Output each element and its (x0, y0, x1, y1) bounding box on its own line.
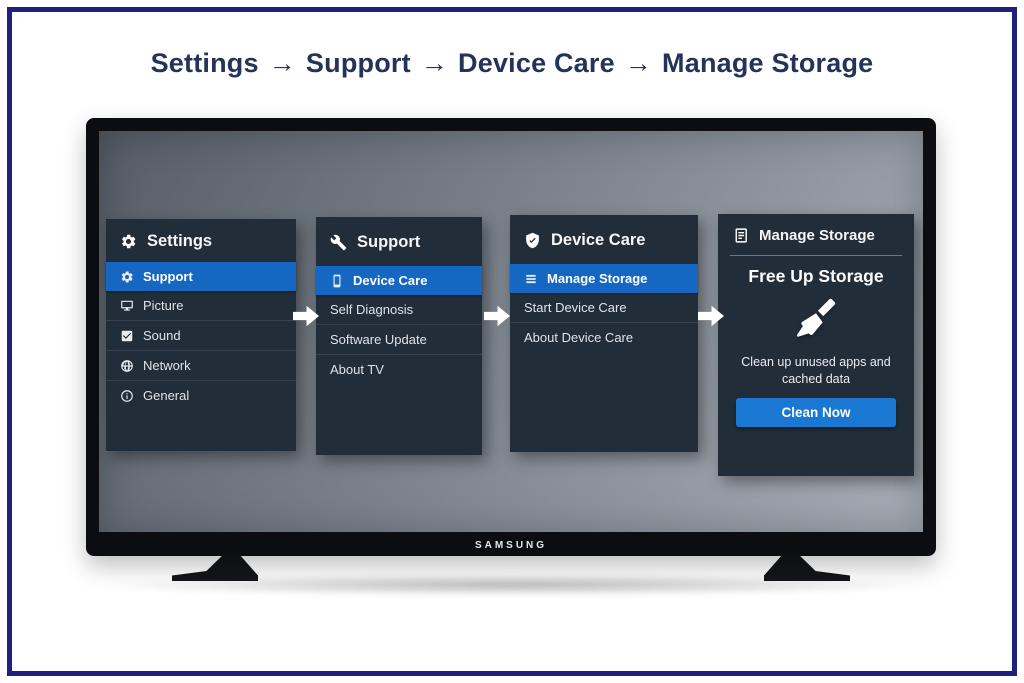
tv-stand-left (172, 556, 258, 581)
check-square-icon (120, 329, 134, 343)
menu-item-network[interactable]: Network (106, 350, 296, 380)
storage-list-icon (524, 272, 538, 286)
clean-now-button[interactable]: Clean Now (736, 397, 896, 427)
shield-check-icon (524, 232, 541, 249)
support-panel: Support Device Care Self Diagnosis Softw… (316, 217, 482, 455)
manage-storage-panel: Manage Storage Free Up Storage Clean up … (718, 214, 914, 476)
breadcrumb-support: Support (305, 48, 411, 78)
panel-title: Support (357, 233, 421, 251)
device-care-panel: Device Care Manage Storage Start Device … (510, 215, 698, 452)
support-panel-header: Support (316, 217, 482, 266)
menu-item-label: Sound (143, 328, 181, 343)
panel-title: Manage Storage (759, 227, 875, 244)
menu-item-self-diagnosis[interactable]: Self Diagnosis (316, 295, 482, 324)
menu-item-general[interactable]: General (106, 380, 296, 410)
menu-item-label: Start Device Care (524, 300, 627, 315)
breadcrumb-arrow: → (268, 48, 296, 78)
menu-item-label: Support (143, 269, 193, 284)
gear-icon (120, 233, 137, 250)
menu-item-label: Network (143, 358, 191, 373)
device-care-panel-header: Device Care (510, 215, 698, 264)
menu-item-start-device-care[interactable]: Start Device Care (510, 293, 698, 322)
gear-icon (120, 270, 134, 284)
breadcrumb-device-care: Device Care (458, 48, 615, 78)
menu-item-label: Software Update (330, 332, 427, 347)
menu-item-label: Device Care (353, 273, 428, 288)
clean-up-description: Clean up unused apps and cached data (741, 355, 891, 386)
menu-item-software-update[interactable]: Software Update (316, 324, 482, 354)
menu-item-label: About Device Care (524, 330, 634, 345)
phone-icon (330, 274, 344, 288)
menu-item-about-tv[interactable]: About TV (316, 354, 482, 384)
menu-item-picture[interactable]: Picture (106, 291, 296, 320)
menu-item-manage-storage[interactable]: Manage Storage (510, 264, 698, 293)
menu-item-label: About TV (330, 362, 384, 377)
menu-item-label: Self Diagnosis (330, 302, 414, 317)
breadcrumb-arrow: → (420, 48, 449, 78)
settings-panel-header: Settings (106, 219, 296, 262)
monitor-icon (120, 299, 134, 313)
samsung-logo: SAMSUNG (474, 540, 548, 551)
broom-icon (793, 295, 839, 341)
menu-item-support[interactable]: Support (106, 262, 296, 291)
breadcrumb-settings: Settings (150, 48, 259, 78)
header-divider (730, 255, 902, 256)
menu-item-sound[interactable]: Sound (106, 320, 296, 350)
panel-title: Device Care (551, 231, 646, 249)
breadcrumb-arrow: → (624, 48, 653, 78)
menu-item-about-device-care[interactable]: About Device Care (510, 322, 698, 352)
tv-shadow (95, 574, 930, 596)
menu-item-label: Picture (143, 298, 184, 313)
manage-storage-panel-header: Manage Storage (718, 214, 914, 255)
free-up-storage-heading: Free Up Storage (748, 266, 884, 286)
menu-item-device-care[interactable]: Device Care (316, 266, 482, 295)
breadcrumb-manage-storage: Manage Storage (662, 48, 874, 78)
menu-item-label: General (143, 388, 190, 403)
tv-stand-right (764, 556, 850, 581)
breadcrumb: Settings → Support → Device Care → Manage Stor… (0, 48, 1024, 79)
settings-panel: Settings Support Picture Sound Network G… (106, 219, 296, 451)
wrench-icon (330, 234, 347, 251)
menu-item-label: Manage Storage (547, 271, 648, 286)
globe-icon (120, 359, 134, 373)
broom-icon-wrap (718, 295, 914, 346)
info-icon (120, 389, 134, 403)
panel-title: Settings (147, 232, 213, 250)
notebook-icon (732, 227, 749, 244)
